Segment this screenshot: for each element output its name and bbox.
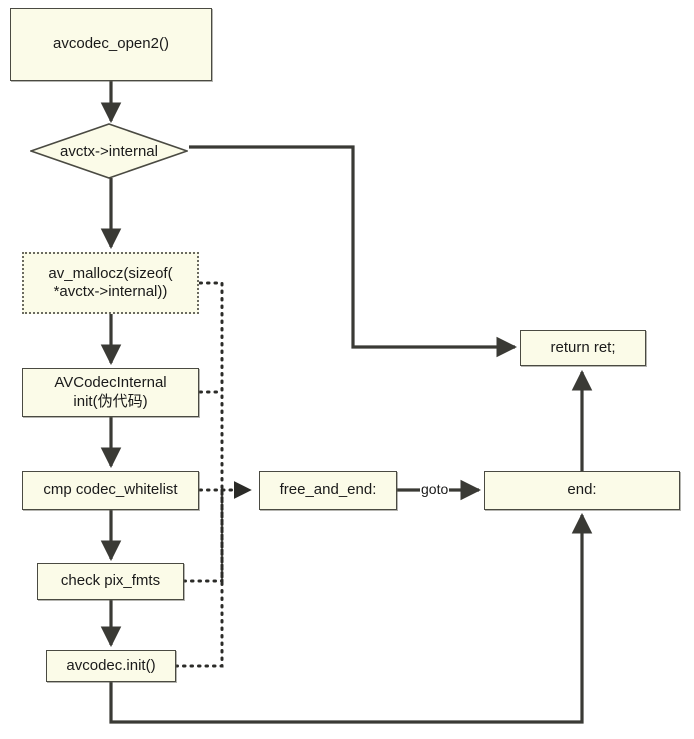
node-cmp-codec-whitelist[interactable]: cmp codec_whitelist (22, 471, 199, 510)
node-label: AVCodecInternal init(伪代码) (54, 374, 167, 410)
node-free-and-end[interactable]: free_and_end: (259, 471, 397, 510)
edge-mallocz-error-branch (198, 281, 224, 492)
node-label: cmp codec_whitelist (43, 481, 178, 499)
node-label: av_mallocz(sizeof( *avctx->internal)) (48, 264, 173, 300)
edge-label-goto: goto (420, 481, 450, 497)
node-label: free_and_end: (279, 481, 377, 499)
node-end-label[interactable]: end: (484, 471, 680, 510)
node-avcodec-open2[interactable]: avcodec_open2() (10, 8, 212, 81)
node-return-ret[interactable]: return ret; (520, 330, 646, 366)
node-check-pix-fmts[interactable]: check pix_fmts (37, 563, 184, 600)
edge-init-loop-to-end (109, 512, 593, 724)
node-label: avcodec.init() (66, 656, 156, 674)
node-label: check pix_fmts (60, 572, 161, 590)
node-avctx-internal[interactable]: avctx->internal (30, 123, 188, 179)
node-label: end: (567, 481, 597, 499)
node-avcodec-init[interactable]: avcodec.init() (46, 650, 176, 682)
node-label: return ret; (550, 338, 616, 356)
edge-pixfmts-error-branch (182, 488, 224, 583)
edge-init-error-branch (174, 488, 224, 668)
node-label: avcodec_open2() (53, 35, 169, 53)
diamond-shape (30, 123, 188, 179)
node-avcodecinternal-init[interactable]: AVCodecInternal init(伪代码) (22, 368, 199, 417)
node-av-mallocz[interactable]: av_mallocz(sizeof( *avctx->internal)) (22, 252, 199, 314)
edge-internal-to-return (189, 145, 518, 358)
